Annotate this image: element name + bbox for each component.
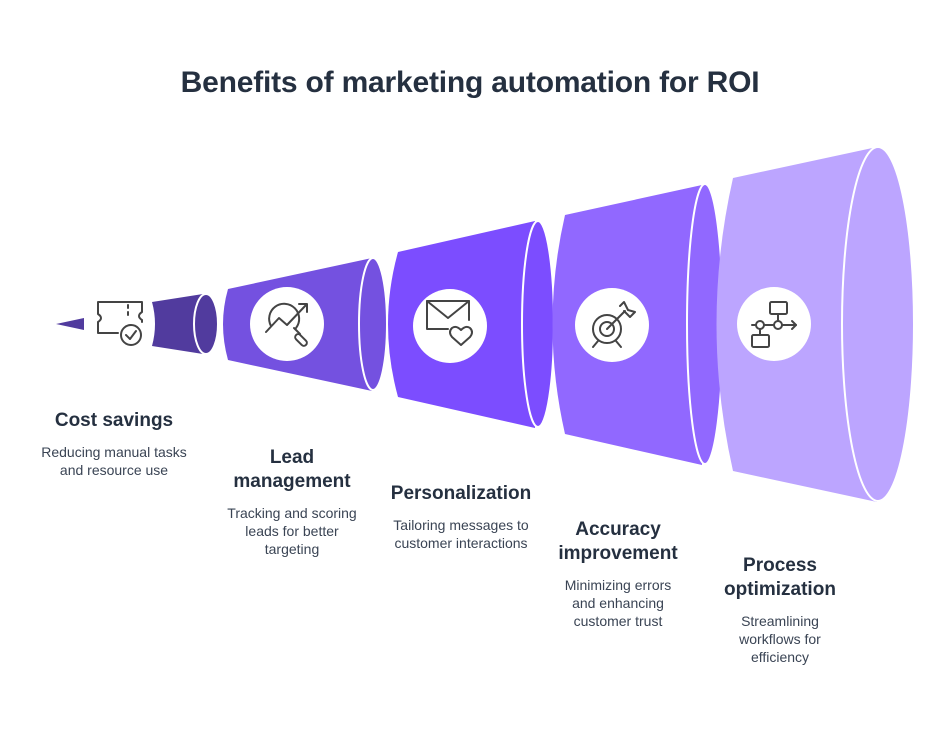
- target-arrow-icon: [592, 301, 636, 348]
- diagram-title: Benefits of marketing automation for ROI: [180, 66, 760, 99]
- stage-label-1: Cost savings Reducing manual tasks and r…: [34, 409, 194, 479]
- stage-label-5: Process optimization Streamlining workfl…: [700, 554, 860, 666]
- stage-title: Personalization: [390, 483, 532, 504]
- stage-description: Streamlining workflows for efficiency: [739, 613, 821, 665]
- stage-title: Process optimization: [724, 555, 836, 600]
- stage-description: Tracking and scoring leads for better ta…: [227, 505, 357, 557]
- stage-description: Reducing manual tasks and resource use: [41, 444, 187, 478]
- ticket-check-icon: [97, 301, 143, 346]
- stage-label-4: Accuracy improvement Minimizing errors a…: [537, 518, 699, 630]
- stage-title: Lead management: [233, 447, 351, 492]
- stage-description: Minimizing errors and enhancing customer…: [564, 577, 672, 629]
- stage-label-2: Lead management Tracking and scoring lea…: [212, 446, 372, 558]
- stage-label-3: Personalization Tailoring messages to cu…: [380, 482, 542, 552]
- stage-title: Cost savings: [54, 410, 174, 431]
- chart-search-icon: [265, 302, 308, 347]
- workflow-icon: [751, 301, 797, 348]
- mail-heart-icon: [426, 300, 473, 346]
- funnel-stage-1: [152, 293, 219, 355]
- stage-description: Tailoring messages to customer interacti…: [393, 517, 529, 551]
- stage-title: Accuracy improvement: [558, 519, 678, 564]
- funnel-tip: [56, 318, 84, 330]
